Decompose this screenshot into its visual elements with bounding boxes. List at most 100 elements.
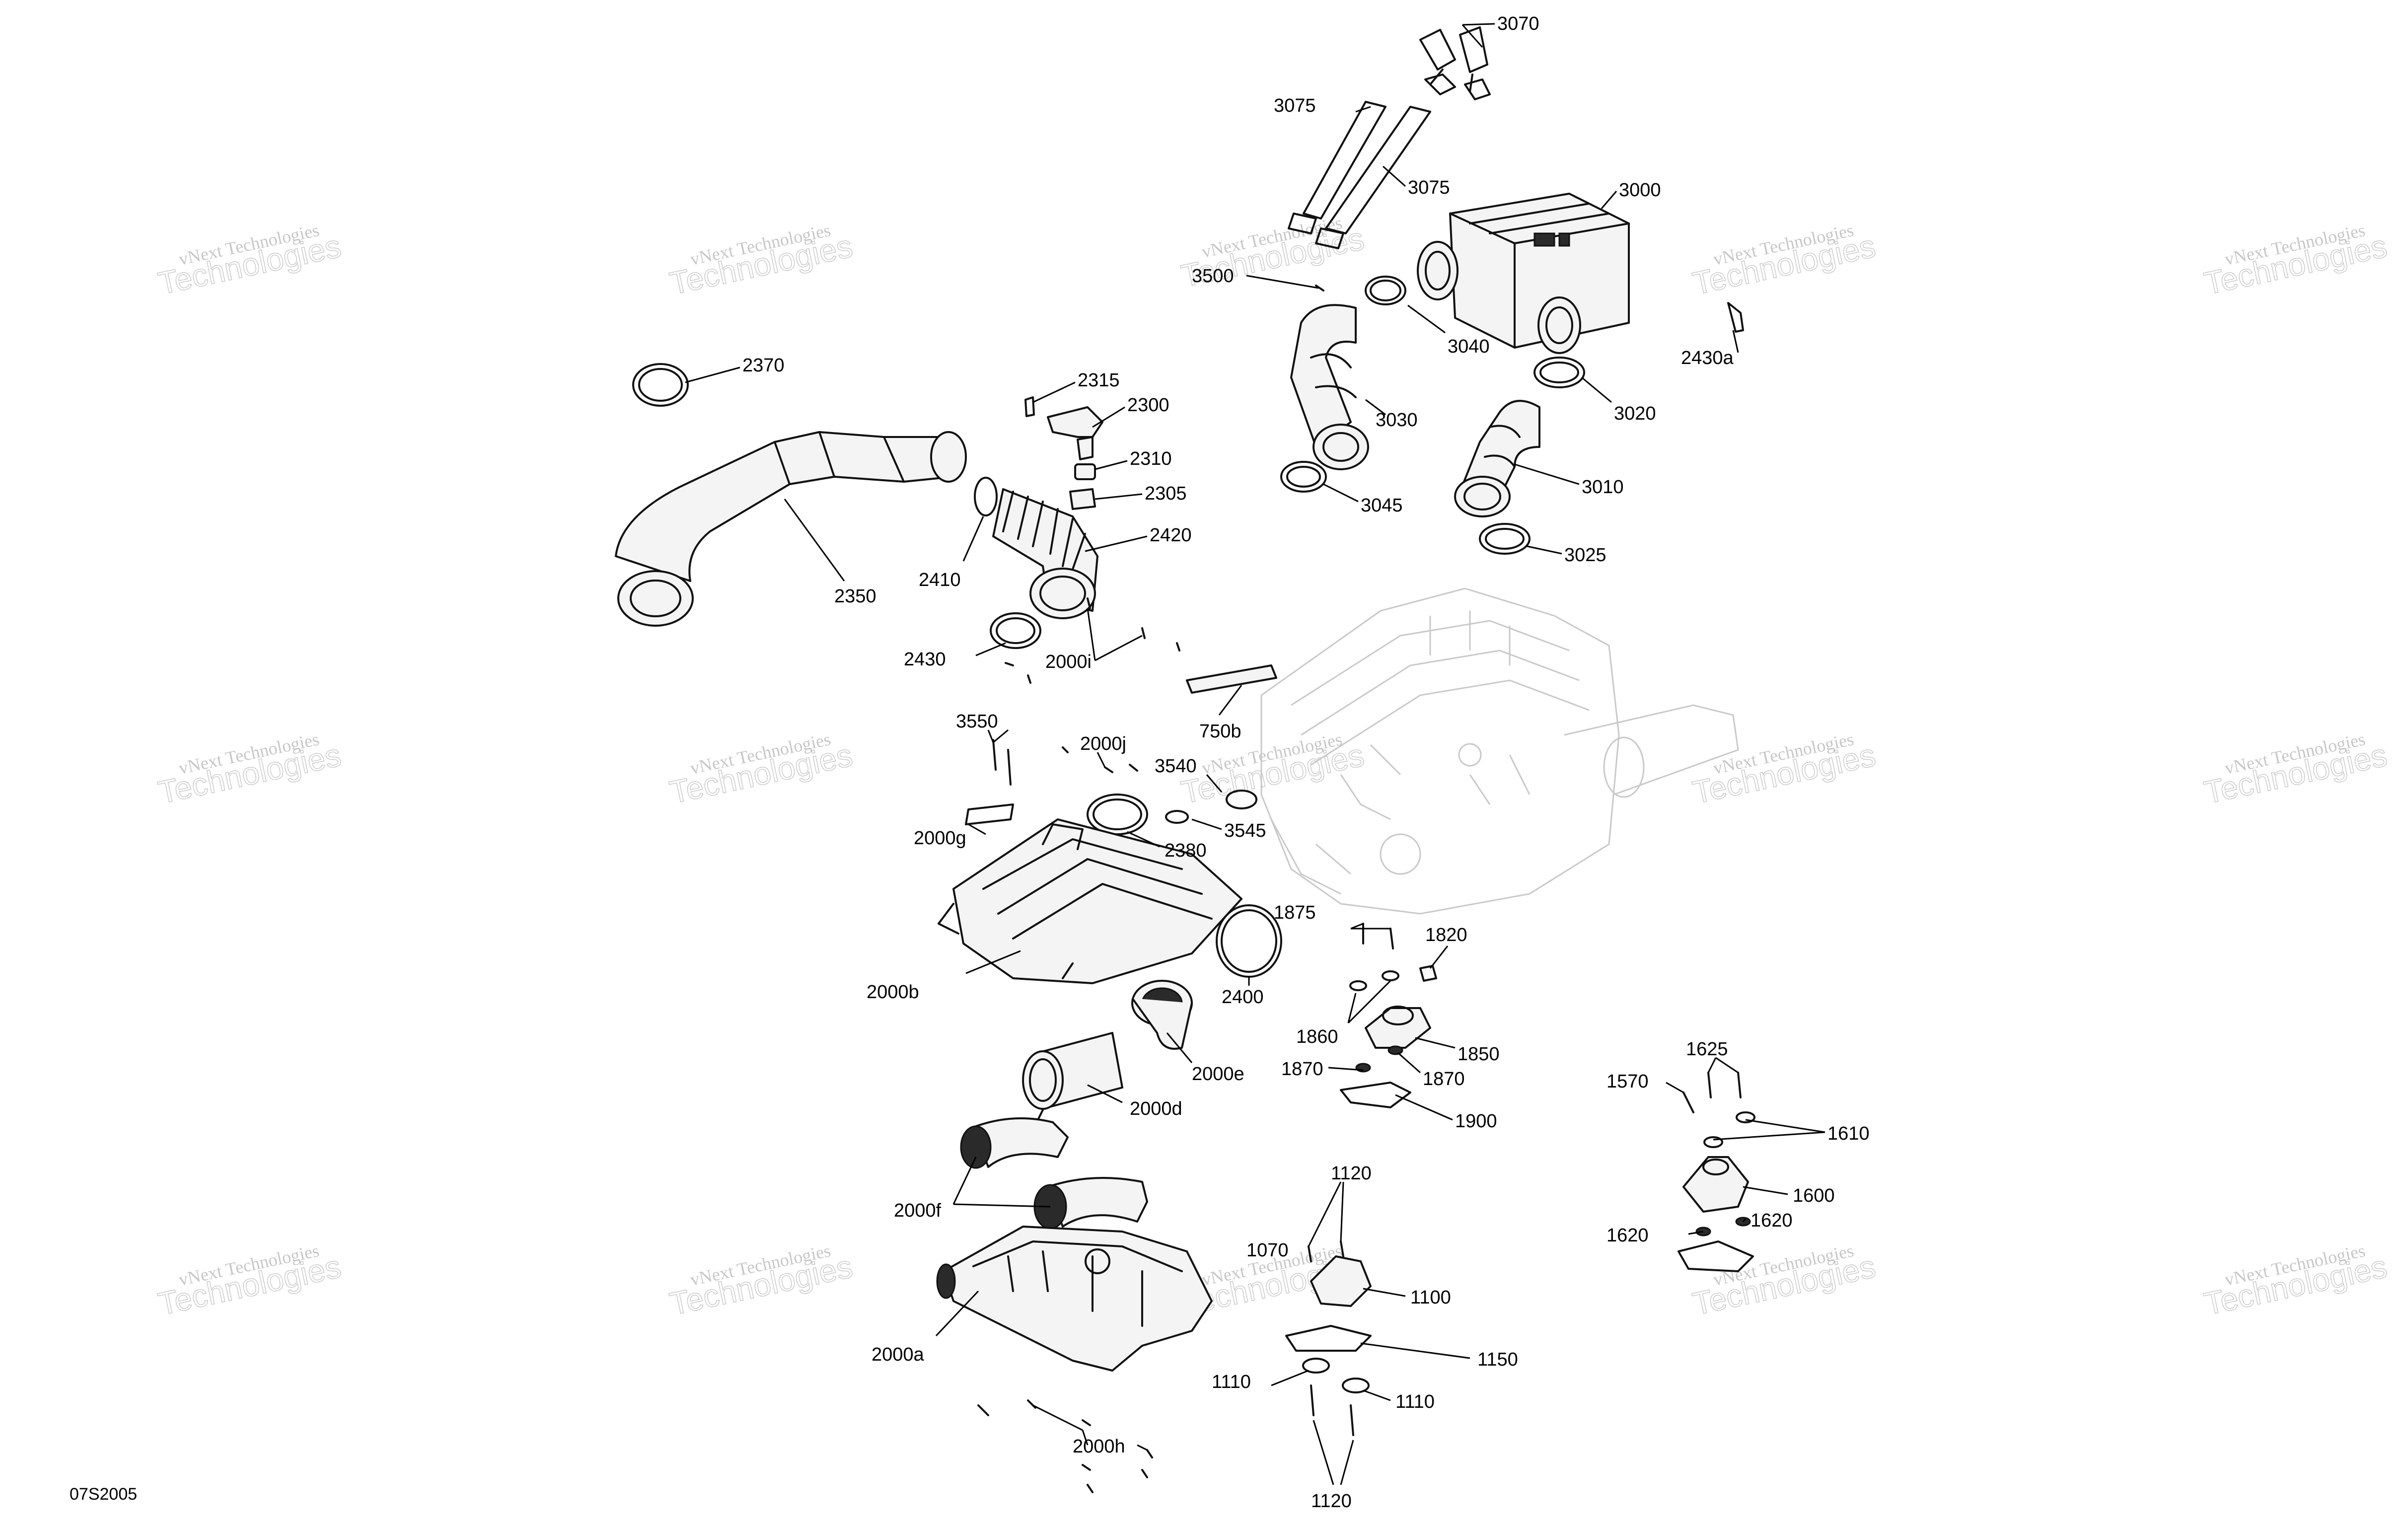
- part-1120-screws-bottom: [1310, 1384, 1354, 1436]
- part-2430a-bolt: [1727, 302, 1744, 333]
- parts-illustrations: [615, 26, 1755, 1493]
- part-2305-fitting: [1069, 488, 1096, 510]
- part-3540-gasket: [1226, 790, 1257, 809]
- callout-2380: 2380: [1165, 840, 1207, 861]
- part-1100-mount: [1310, 1255, 1372, 1307]
- callout-2000g: 2000g: [914, 828, 966, 849]
- callout-2430a: 2430a: [1681, 348, 1734, 368]
- part-2000h-screws: [977, 1399, 1153, 1493]
- part-3500-screw: [1315, 285, 1324, 291]
- part-1875-screws: [1362, 923, 1394, 949]
- callout-2420: 2420: [1150, 525, 1192, 546]
- callout-2000d: 2000d: [1130, 1098, 1182, 1119]
- callout-1570: 1570: [1606, 1071, 1649, 1092]
- part-2000d-tube: [1022, 1032, 1123, 1123]
- callout-2000a: 2000a: [872, 1344, 925, 1365]
- part-1610-washer-2: [1736, 1111, 1755, 1123]
- callout-3545: 3545: [1224, 820, 1266, 841]
- part-1120-screws-top: [1308, 1240, 1344, 1262]
- part-1870-washer-2: [1387, 1045, 1403, 1055]
- callout-3025: 3025: [1564, 545, 1606, 566]
- callout-2350: 2350: [834, 586, 876, 607]
- callout-1860: 1860: [1296, 1026, 1338, 1047]
- callout-1875: 1875: [1274, 902, 1316, 923]
- part-1860-washer-2: [1382, 970, 1399, 981]
- part-2300-connector: [1047, 406, 1103, 438]
- callout-3550: 3550: [956, 711, 998, 732]
- callout-3020: 3020: [1614, 403, 1656, 424]
- part-1850-mount: [1365, 1006, 1431, 1049]
- callout-750b: 750b: [1199, 721, 1241, 742]
- part-1820-nut: [1419, 965, 1437, 982]
- callout-2310: 2310: [1130, 448, 1172, 469]
- part-2000e-tube: [1131, 980, 1193, 1050]
- callout-1110: 1110: [1212, 1372, 1251, 1392]
- part-2430-clamp: [990, 612, 1041, 649]
- part-3040-clamp: [1365, 276, 1406, 305]
- part-1110-washer-2: [1342, 1378, 1370, 1393]
- callout-1620b: 1620: [1751, 1210, 1793, 1231]
- part-2310-plug: [1074, 463, 1096, 480]
- part-2420-bellows: [992, 488, 1098, 619]
- part-1600-mount: [1682, 1156, 1749, 1213]
- callout-2000b: 2000b: [867, 982, 919, 1003]
- leader-lines: [685, 23, 1825, 1485]
- callout-2305: 2305: [1145, 483, 1187, 504]
- part-3045-clamp: [1280, 461, 1327, 493]
- part-2000g-plate: [965, 803, 1014, 825]
- callout-1600: 1600: [1793, 1185, 1835, 1206]
- callout-2300: 2300: [1127, 395, 1169, 416]
- callout-1625: 1625: [1686, 1039, 1728, 1060]
- callout-3075: 3075: [1274, 95, 1316, 116]
- diagram-code: 07S2005: [70, 1485, 137, 1504]
- part-1150-plate: [1285, 1325, 1372, 1352]
- callout-1900: 1900: [1455, 1111, 1497, 1132]
- callout-3000: 3000: [1619, 180, 1661, 201]
- callout-3010: 3010: [1582, 477, 1624, 498]
- part-2315-screw: [1024, 396, 1035, 417]
- part-3010-hose: [1454, 400, 1540, 517]
- callout-1110b: 1110: [1395, 1391, 1435, 1412]
- callout-1850: 1850: [1458, 1044, 1500, 1065]
- part-3550-screws: [992, 739, 1069, 786]
- callout-2315: 2315: [1078, 370, 1120, 391]
- callout-1620: 1620: [1606, 1225, 1649, 1246]
- part-3030-hose: [1290, 304, 1369, 470]
- part-2410-clamp: [974, 477, 998, 516]
- part-1900-plate: [1340, 1082, 1411, 1108]
- callout-1120b: 1120: [1311, 1491, 1352, 1512]
- callout-1870b: 1870: [1423, 1069, 1465, 1090]
- part-3025-clamp: [1479, 523, 1531, 555]
- callout-3040: 3040: [1448, 336, 1490, 357]
- part-1650-plate: [1678, 1240, 1754, 1272]
- callout-3045: 3045: [1361, 495, 1403, 516]
- part-3070-straps: [1419, 26, 1491, 100]
- callout-1870: 1870: [1281, 1059, 1323, 1080]
- callout-2000f: 2000f: [894, 1200, 942, 1221]
- watermark-layer: Technologies vNext Technologies Technolo…: [155, 213, 2391, 1322]
- part-2400-ring: [1216, 904, 1282, 978]
- callout-1610: 1610: [1827, 1123, 1870, 1144]
- callout-2370: 2370: [742, 355, 785, 376]
- callout-labels: 3070 3075 3075 3000 3500 3040 2430a 3020…: [742, 13, 1870, 1512]
- part-2000f-bends: [960, 1117, 1148, 1230]
- part-1110-washer: [1302, 1358, 1330, 1374]
- callout-2430: 2430: [904, 649, 946, 670]
- part-2350-duct: [615, 431, 967, 627]
- callout-3030: 3030: [1376, 410, 1418, 431]
- callout-3540: 3540: [1155, 756, 1197, 777]
- callout-2400: 2400: [1222, 987, 1264, 1008]
- part-2370-ring: [632, 363, 689, 407]
- part-2000i-screws: [1005, 597, 1180, 684]
- callout-2000e: 2000e: [1192, 1064, 1244, 1085]
- part-3000-intercooler: [1417, 193, 1630, 354]
- part-1860-washer: [1349, 980, 1367, 991]
- callout-1820: 1820: [1425, 925, 1467, 945]
- callout-2000h: 2000h: [1073, 1436, 1125, 1457]
- callout-3075b: 3075: [1408, 177, 1450, 198]
- callout-3500: 3500: [1192, 266, 1234, 287]
- part-1610-washer: [1703, 1136, 1723, 1148]
- callout-2000j: 2000j: [1080, 733, 1126, 754]
- callout-1120: 1120: [1331, 1163, 1372, 1184]
